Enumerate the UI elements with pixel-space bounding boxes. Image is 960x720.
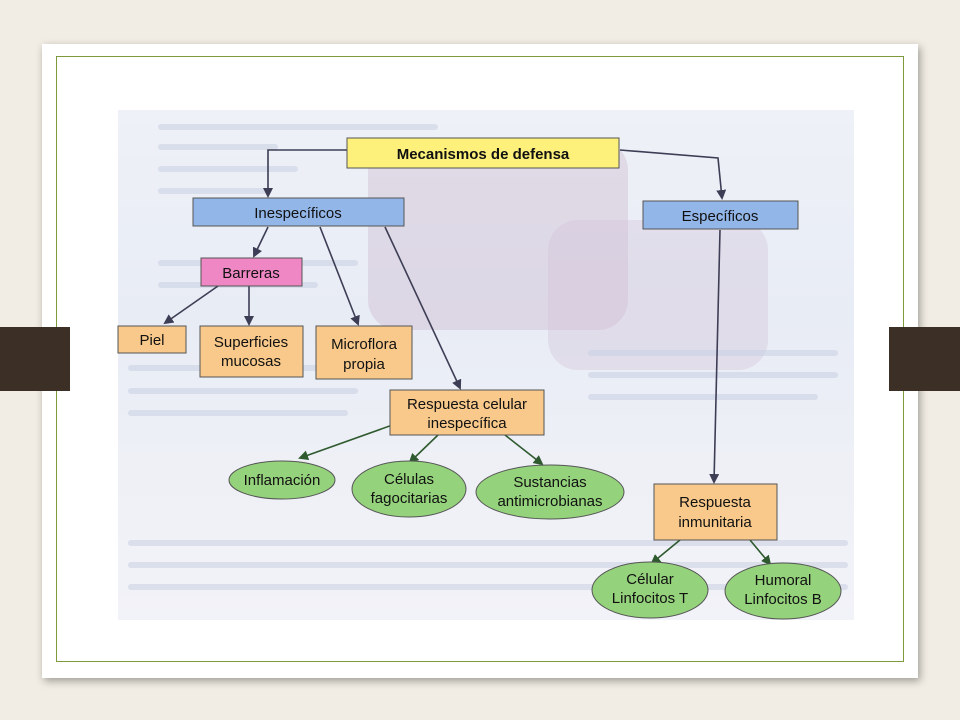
connectors [163,149,727,484]
arrow-respuesta-to-celulas [408,434,439,464]
node-celular-label-line2: Linfocitos T [612,590,688,607]
node-celulas-label-line2: fagocitarias [371,490,448,507]
node-sustancias-label-line2: antimicrobianas [497,493,602,510]
node-celulas: Células fagocitarias [351,460,467,518]
connectors-green [298,422,772,566]
node-especificos: Específicos [642,200,799,230]
arrow-inespecificos-to-barreras [252,226,269,258]
node-microflora-label-line2: propia [343,356,385,373]
node-barreras-label: Barreras [222,265,280,282]
node-respuesta-inmunitaria: Respuesta inmunitaria [653,483,778,541]
node-inespecificos: Inespecíficos [192,197,405,227]
node-superficies-label-line1: Superficies [214,334,288,351]
node-barreras: Barreras [200,257,303,287]
arrow-especificos-to-respuesta-inmunitaria [709,229,721,484]
node-humoral-label-line2: Linfocitos B [744,591,822,608]
node-sustancias: Sustancias antimicrobianas [475,464,625,520]
arrow-inmunitaria-to-celular [650,539,681,565]
arrow-inmunitaria-to-humoral [749,539,772,566]
node-respuesta-celular-label-line2: inespecífica [427,415,507,432]
node-celular: Célular Linfocitos T [591,561,709,619]
node-humoral-label-line1: Humoral [755,572,812,589]
node-superficies-label-line2: mucosas [221,353,281,370]
node-respuesta-inmunitaria-label-line1: Respuesta [679,494,751,511]
node-microflora-label-line1: Microflora [331,336,398,353]
node-especificos-label: Específicos [682,208,759,225]
node-piel-label: Piel [139,332,164,349]
node-respuesta-celular-label-line1: Respuesta celular [407,396,527,413]
node-microflora: Microflora propia [315,325,413,380]
node-inflamacion: Inflamación [228,460,336,500]
arrow-root-to-especificos [619,149,727,200]
node-superficies: Superficies mucosas [199,325,304,378]
arrow-respuesta-to-inflamacion [298,422,399,461]
arrow-root-to-inespecificos [263,149,347,198]
node-humoral: Humoral Linfocitos B [724,562,842,620]
node-sustancias-label-line1: Sustancias [513,474,586,491]
arrow-inespecificos-to-respuesta-celular [384,226,462,390]
node-root: Mecanismos de defensa [346,137,620,169]
node-celular-label-line1: Célular [626,571,674,588]
right-decorative-tab [889,327,960,391]
node-piel: Piel [117,325,187,354]
left-decorative-tab [0,327,70,391]
node-respuesta-celular: Respuesta celular inespecífica [389,389,545,436]
node-root-label: Mecanismos de defensa [397,146,570,163]
arrow-barreras-to-piel [163,285,219,325]
arrow-inespecificos-to-microflora [319,226,360,326]
node-inespecificos-label: Inespecíficos [254,205,342,222]
node-celulas-label-line1: Células [384,471,434,488]
node-respuesta-inmunitaria-label-line2: inmunitaria [678,514,752,531]
arrow-respuesta-to-sustancias [504,434,544,466]
node-inflamacion-label: Inflamación [244,472,321,489]
